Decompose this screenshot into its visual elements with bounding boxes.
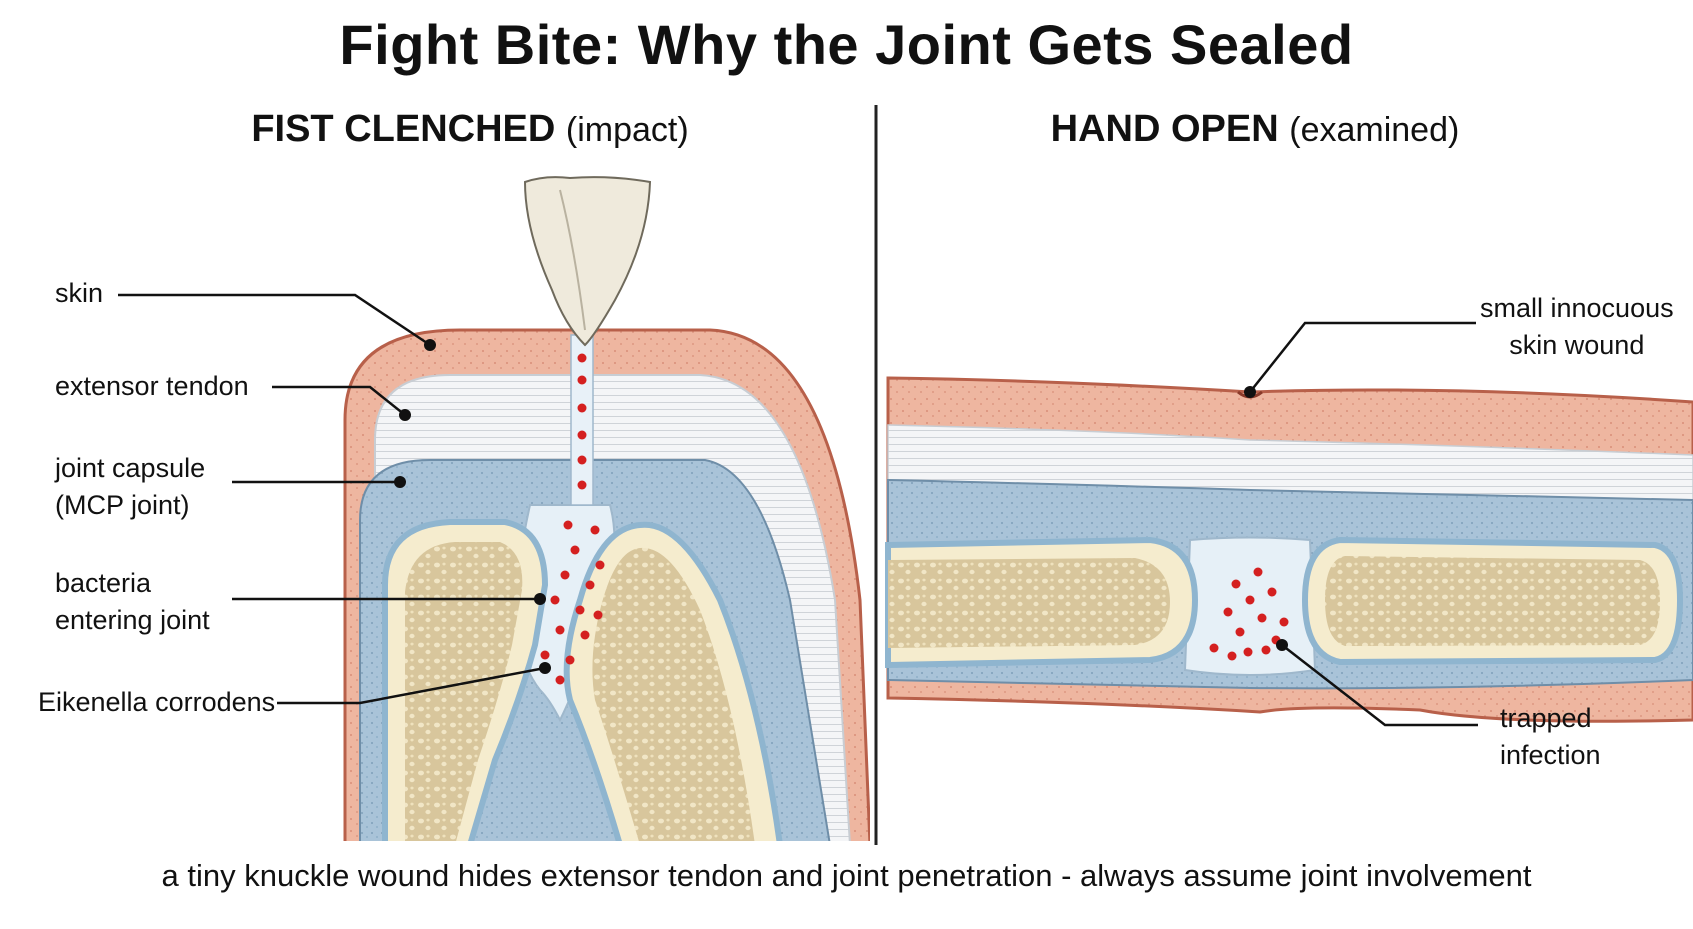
left-panel-heading: FIST CLENCHED (impact)	[230, 108, 710, 151]
right-heading-sub: (examined)	[1289, 111, 1460, 149]
left-heading-main: FIST CLENCHED	[251, 108, 556, 150]
leader-dot-bacteria	[534, 593, 546, 605]
open-joint-illustration	[885, 376, 1693, 723]
diagram-title: Fight Bite: Why the Joint Gets Sealed	[339, 13, 1354, 76]
leader-dot-wound	[1244, 386, 1256, 398]
leader-dot-tendon	[399, 409, 411, 421]
label-bacteria-line2: entering joint	[55, 605, 210, 635]
leader-tendon	[272, 385, 406, 416]
label-bacteria-line1: bacteria	[55, 568, 152, 598]
leader-trapped	[1281, 644, 1478, 727]
bacteria-dots	[540, 353, 605, 685]
label-trapped-line1: trapped	[1500, 703, 1592, 733]
leader-dot-organism	[539, 662, 551, 674]
left-heading-sub: (impact)	[565, 111, 689, 149]
label-joint-capsule-line2: (MCP joint)	[55, 490, 190, 520]
tooth-icon	[523, 176, 652, 347]
leader-dot-skin	[424, 339, 436, 351]
leader-wound	[1249, 321, 1476, 393]
label-eikenella: Eikenella corrodens	[38, 687, 276, 717]
label-bacteria-entering: bacteria entering joint	[55, 565, 210, 639]
clenched-joint-illustration	[343, 176, 870, 841]
label-wound-line2: skin wound	[1509, 330, 1645, 360]
leader-dot-capsule	[394, 476, 406, 488]
label-joint-capsule-line1: joint capsule	[55, 453, 206, 483]
label-trapped-infection: trapped infection	[1500, 700, 1601, 774]
label-skin: skin	[55, 278, 104, 308]
bottom-caption: a tiny knuckle wound hides extensor tend…	[161, 858, 1532, 893]
right-heading-main: HAND OPEN	[1050, 108, 1279, 150]
right-panel-heading: HAND OPEN (examined)	[1030, 108, 1480, 151]
leader-dot-trapped	[1276, 639, 1288, 651]
label-joint-capsule: joint capsule (MCP joint)	[55, 450, 205, 524]
label-small-wound: small innocuous skin wound	[1480, 290, 1674, 364]
leader-skin	[118, 293, 431, 347]
label-wound-line1: small innocuous	[1480, 293, 1674, 323]
leader-organism	[277, 666, 546, 705]
label-trapped-line2: infection	[1500, 740, 1601, 770]
label-extensor-tendon: extensor tendon	[55, 371, 249, 401]
